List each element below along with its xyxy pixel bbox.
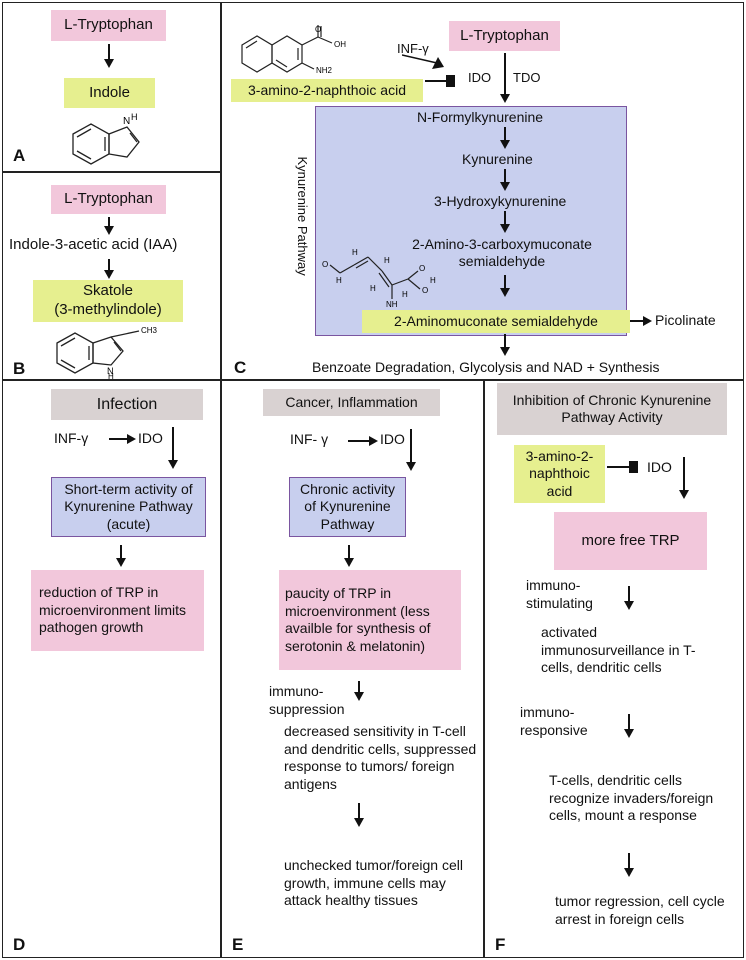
c-struct-h2: H: [352, 248, 358, 257]
c-struct-nh: NH: [386, 300, 398, 309]
c-step-carboxymuconate-cont: semialdehyde: [458, 253, 546, 269]
panel-a: L-Tryptophan Indole N H A: [2, 2, 221, 172]
c-struct-h3: H: [430, 276, 436, 285]
b-skatole-box: Skatole (3-methylindole): [33, 280, 183, 322]
c-struct-o2: O: [419, 264, 425, 273]
e-response: decreased sensitivity in T-cell and dend…: [284, 723, 477, 792]
panel-f: Inhibition of Chronic Kynurenine Pathway…: [484, 380, 744, 958]
d-outcome-box: reduction of TRP in microenvironment lim…: [31, 570, 204, 651]
c-kynurenine-pathway-box: [315, 106, 627, 336]
c-struct-h5: H: [370, 284, 376, 293]
c-struct-o3: O: [422, 286, 428, 295]
f-title: Inhibition of Chronic Kynurenine Pathway…: [497, 383, 727, 435]
c-tryptophan-box: L-Tryptophan: [449, 21, 560, 51]
a-panel-label: A: [13, 146, 26, 165]
c-struct-h4: H: [384, 256, 390, 265]
a-atom-n: N: [123, 116, 130, 127]
c-step-carboxymuconate: 2-Amino-3-carboxymuconate: [412, 236, 592, 252]
c-atom-o: O: [315, 25, 321, 34]
c-semialdehyde-structure: O H H O H O H H NH H: [322, 248, 436, 309]
e-panel-label: E: [232, 935, 244, 954]
c-panel-label: C: [234, 358, 247, 377]
b-atom-methyl: CH3: [141, 326, 158, 335]
c-inhibitor-box: 3-amino-2-naphthoic acid: [231, 79, 423, 102]
e-paucity-box: paucity of TRP in microenvironment (less…: [279, 570, 461, 670]
f-resp-line2: responsive: [520, 722, 588, 738]
b-skatole-name: Skatole: [82, 282, 134, 300]
e-activity-box: Chronic activity of Kynurenine Pathway: [289, 477, 406, 537]
e-immuno-line2: suppression: [269, 701, 345, 717]
f-inhibitor-box: 3-amino-2-naphthoic acid: [514, 445, 605, 503]
f-outcome: tumor regression, cell cycle arrest in f…: [555, 893, 725, 927]
b-skatole-subname: (3-methylindole): [54, 301, 162, 318]
b-atom-n: N: [107, 366, 114, 376]
panel-c: O OH NH2 3-amino-2-naphthoic acid INF-γ …: [221, 2, 744, 380]
c-step-kynurenine: Kynurenine: [462, 151, 533, 167]
panel-d: Infection INF-γ IDO Short-term activity …: [2, 380, 221, 958]
f-ido: IDO: [647, 459, 672, 475]
c-inf-arrow: [402, 54, 444, 69]
c-atom-nh2: NH2: [316, 66, 333, 75]
c-tdo-label: TDO: [513, 70, 541, 85]
f-recognize: T-cells, dendritic cells recognize invad…: [549, 772, 714, 823]
b-panel-label: B: [13, 359, 26, 378]
c-pathway-label: Kynurenine Pathway: [294, 156, 310, 276]
b-iaa-text: Indole-3-acetic acid (IAA): [9, 236, 178, 253]
c-struct-h1: H: [336, 276, 342, 285]
d-panel-label: D: [13, 935, 26, 954]
a-tryptophan-box: L-Tryptophan: [51, 10, 166, 41]
a-indole-box: Indole: [64, 78, 155, 108]
c-ido-label: IDO: [468, 70, 492, 85]
c-step-hydroxykynurenine: 3-Hydroxykynurenine: [434, 193, 567, 209]
b-tryptophan-box: L-Tryptophan: [51, 185, 166, 214]
a-indole-structure: N H: [72, 112, 140, 165]
f-activated: activated immunosurveillance in T-cells,…: [541, 624, 696, 675]
c-picolinate: Picolinate: [655, 312, 716, 328]
e-inf-gamma: INF- γ: [290, 431, 329, 447]
d-title: Infection: [51, 389, 203, 420]
f-stim-line1: immuno-: [526, 577, 581, 593]
c-step-formylkynurenine: N-Formylkynurenine: [417, 109, 544, 125]
c-struct-o1: O: [322, 260, 328, 269]
panel-e: Cancer, Inflammation INF- γ IDO Chronic …: [221, 380, 484, 958]
c-struct-h6: H: [402, 290, 408, 299]
c-atom-oh: OH: [334, 40, 346, 49]
c-aminomuconate-box: 2-Aminomuconate semialdehyde: [362, 310, 630, 333]
b-atom-h: H: [108, 372, 114, 379]
panel-b: L-Tryptophan Indole-3-acetic acid (IAA) …: [2, 172, 221, 380]
c-naphthoic-structure: O OH NH2: [241, 25, 346, 75]
d-ido: IDO: [138, 430, 163, 446]
e-title: Cancer, Inflammation: [263, 389, 440, 416]
d-activity-box: Short-term activity of Kynurenine Pathwa…: [51, 477, 206, 537]
f-stim-line2: stimulating: [526, 595, 593, 611]
c-inf-gamma: INF-γ: [397, 41, 429, 56]
a-atom-h: H: [131, 112, 138, 122]
b-skatole-structure: CH3 N H: [56, 326, 158, 379]
f-free-trp-box: more free TRP: [554, 512, 707, 570]
f-panel-label: F: [495, 935, 506, 954]
e-outcome: unchecked tumor/foreign cell growth, imm…: [284, 857, 463, 908]
d-inf-gamma: INF-γ: [54, 430, 89, 446]
e-immuno-line1: immuno-: [269, 683, 324, 699]
e-ido: IDO: [380, 431, 405, 447]
c-final-products: Benzoate Degradation, Glycolysis and NAD…: [312, 359, 660, 375]
f-resp-line1: immuno-: [520, 704, 575, 720]
